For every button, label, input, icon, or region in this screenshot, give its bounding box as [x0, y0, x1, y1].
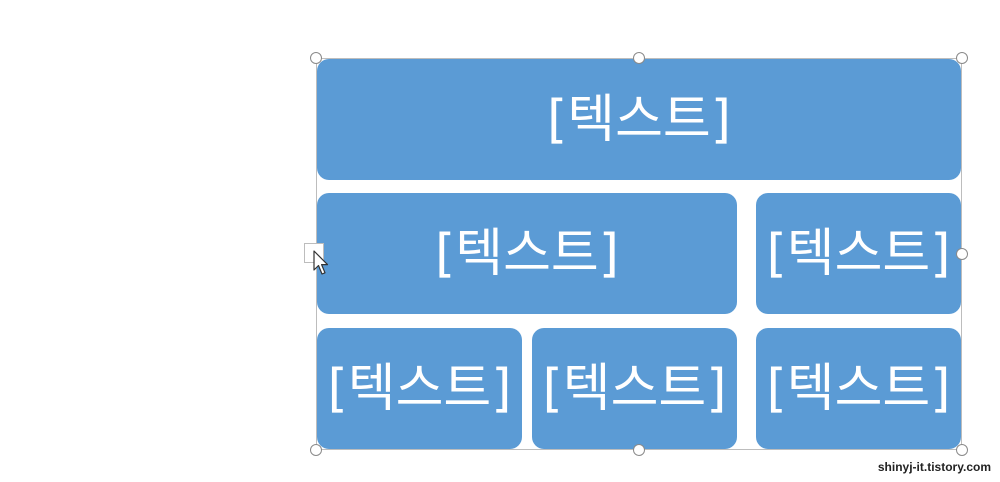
resize-handle-top-center[interactable] [633, 52, 645, 64]
smartart-box-bottom-center[interactable]: [텍스트] [532, 328, 737, 449]
box-text-top[interactable]: [텍스트] [546, 89, 732, 150]
box-text-bottom-right[interactable]: [텍스트] [766, 358, 951, 419]
smartart-box-top[interactable]: [텍스트] [317, 59, 961, 180]
box-text-bottom-left[interactable]: [텍스트] [327, 358, 512, 419]
resize-handle-middle-right[interactable] [956, 248, 968, 260]
box-text-bottom-center[interactable]: [텍스트] [542, 358, 727, 419]
box-text-middle-left[interactable]: [텍스트] [434, 223, 620, 284]
resize-handle-bottom-right[interactable] [956, 444, 968, 456]
smartart-box-middle-right[interactable]: [텍스트] [756, 193, 961, 314]
smartart-box-middle-left[interactable]: [텍스트] [317, 193, 737, 314]
resize-handle-top-left[interactable] [310, 52, 322, 64]
resize-handle-bottom-left[interactable] [310, 444, 322, 456]
resize-handle-bottom-center[interactable] [633, 444, 645, 456]
mouse-pointer-icon [313, 250, 329, 275]
smartart-box-bottom-left[interactable]: [텍스트] [317, 328, 522, 449]
resize-handle-top-right[interactable] [956, 52, 968, 64]
watermark-text: shinyj-it.tistory.com [877, 460, 991, 474]
smartart-box-bottom-right[interactable]: [텍스트] [756, 328, 961, 449]
box-text-middle-right[interactable]: [텍스트] [766, 223, 951, 284]
